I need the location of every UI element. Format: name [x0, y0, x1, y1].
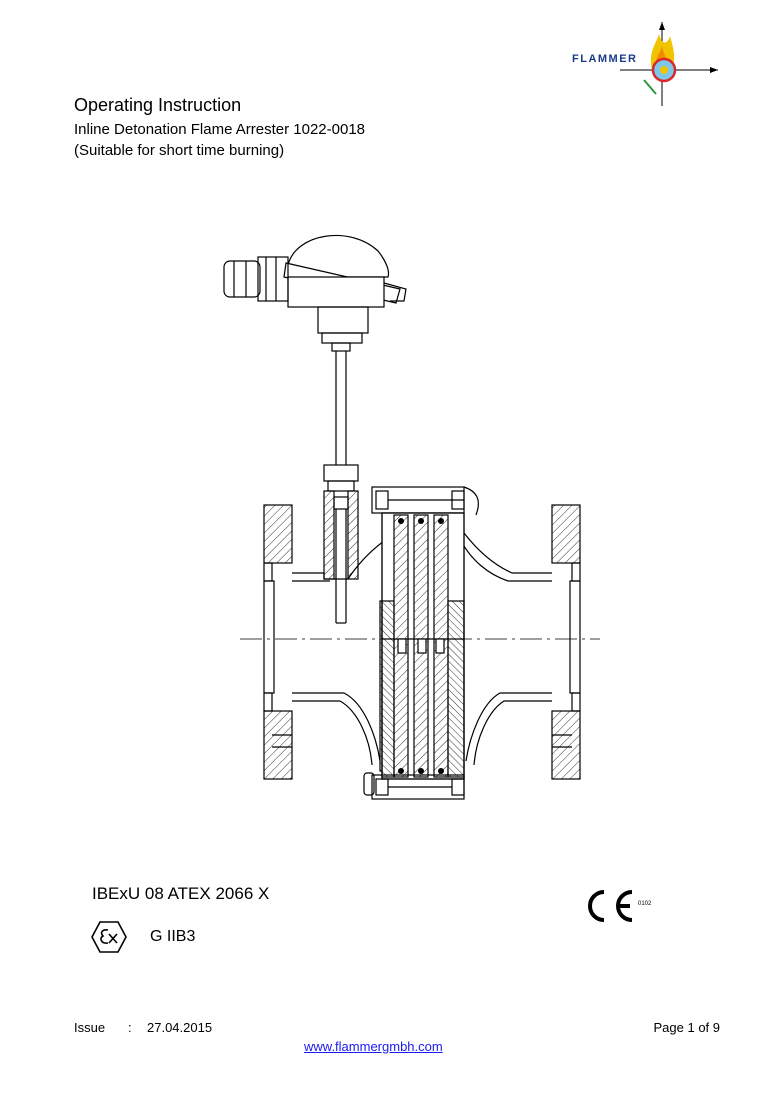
document-subtitle-note: (Suitable for short time burning) — [74, 142, 285, 159]
document-title: Operating Instruction — [74, 95, 242, 115]
logo-text: FLAMMER — [572, 53, 638, 65]
flammer-logo — [620, 22, 718, 106]
ex-hexagon-icon — [91, 921, 127, 953]
website-link[interactable]: www.flammergmbh.com — [304, 1039, 443, 1054]
ce-mark-icon — [588, 890, 633, 922]
document-subtitle: Inline Detonation Flame Arrester 1022-00… — [74, 121, 366, 138]
page-number: Page 1 of 9 — [653, 1020, 721, 1035]
issue-label: Issue — [74, 1020, 106, 1035]
issue-separator: : — [128, 1020, 132, 1035]
issue-date: 27.04.2015 — [147, 1020, 213, 1035]
gas-group: G IIB3 — [150, 928, 196, 945]
atex-certificate: IBExU 08 ATEX 2066 X — [92, 884, 270, 903]
flame-arrester-drawing — [223, 234, 600, 800]
notified-body-number: 0102 — [638, 901, 652, 907]
